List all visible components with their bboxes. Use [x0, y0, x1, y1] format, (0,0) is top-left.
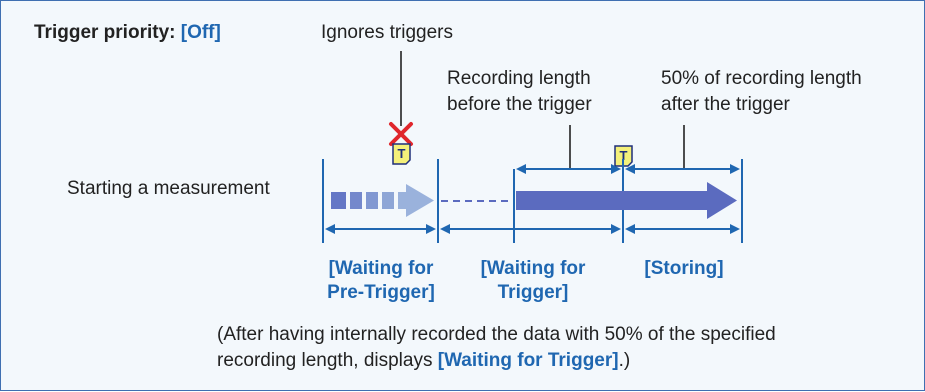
note-line2-prefix: recording length, displays: [217, 350, 438, 371]
pre-trigger-arrow: [331, 184, 434, 217]
title-value: [Off]: [180, 22, 221, 43]
note-line2: recording length, displays [Waiting for …: [217, 349, 630, 373]
state-label-line2: Trigger]: [497, 282, 569, 303]
title-label: Trigger priority:: [34, 22, 176, 43]
ignored-trigger-marker-icon: T: [392, 143, 411, 165]
post-trigger-length-label-line2: after the trigger: [661, 94, 790, 115]
trigger-marker-text: T: [620, 148, 628, 163]
boundary-lines: [322, 159, 743, 243]
trigger-marker-icon: T: [614, 145, 633, 167]
state-waiting-trigger: [Waiting for Trigger]: [433, 257, 633, 305]
ignores-triggers-label: Ignores triggers: [321, 22, 454, 43]
lower-dimension-arrows: [325, 224, 740, 234]
recording-arrow: [516, 182, 737, 219]
upper-dimension-arrows: [516, 164, 740, 174]
state-storing: [Storing]: [584, 257, 784, 281]
note-line1: (After having internally recorded the da…: [217, 324, 776, 345]
state-label-line1: [Storing]: [644, 258, 724, 279]
pre-trigger-length-label-line2: before the trigger: [447, 94, 592, 115]
state-label-line2: Pre-Trigger]: [327, 282, 435, 303]
post-trigger-length-label-line1: 50% of recording length: [661, 68, 862, 89]
start-measurement-label: Starting a measurement: [67, 178, 270, 199]
title: Trigger priority: [Off]: [34, 21, 221, 45]
note-line2-suffix: .): [618, 350, 631, 371]
ignored-trigger-cross-icon: [389, 122, 413, 146]
ignored-trigger-marker-text: T: [398, 146, 406, 161]
pre-trigger-length-label-line1: Recording length: [447, 68, 591, 89]
state-label-line1: [Waiting for: [480, 258, 586, 279]
state-label-line1: [Waiting for: [328, 258, 434, 279]
state-waiting-pre-trigger: [Waiting for Pre-Trigger]: [281, 257, 481, 305]
note-line2-emphasis: [Waiting for Trigger]: [437, 350, 619, 371]
